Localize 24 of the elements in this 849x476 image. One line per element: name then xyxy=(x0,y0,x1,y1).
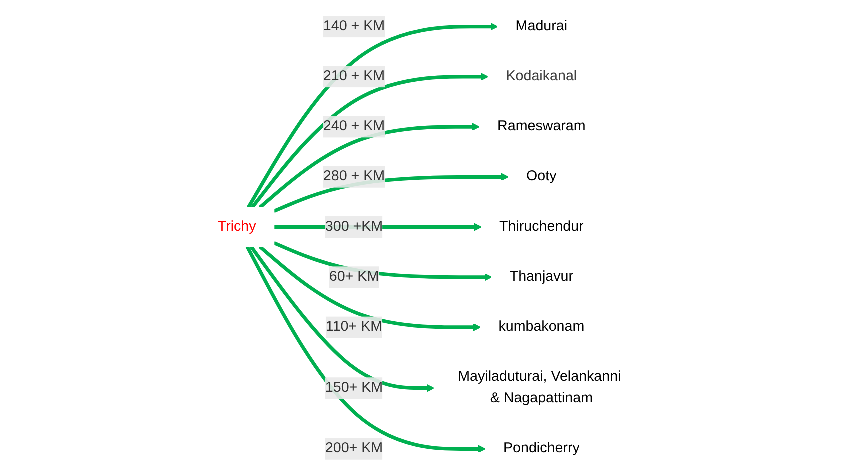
arrow xyxy=(246,246,486,454)
arrow xyxy=(251,73,489,209)
node-text: Thiruchendur xyxy=(499,219,584,234)
edge-label: 210 + KM xyxy=(323,68,386,84)
arrow xyxy=(258,246,482,332)
edge-label: 60+ KM xyxy=(329,269,380,285)
edge-label: 110+ KM xyxy=(326,319,383,335)
node-text: Kodaikanal xyxy=(506,68,578,84)
edge-label: 240 + KM xyxy=(323,119,386,134)
edge-label: 200+ KM xyxy=(325,441,384,456)
edge-label: 150+ KM xyxy=(325,380,384,396)
edge-label: 280 + KM xyxy=(323,169,386,184)
node-text: Rameswaram xyxy=(498,119,586,134)
node-text: Madurai xyxy=(516,18,568,34)
arrow xyxy=(258,123,480,209)
node-text: kumbakonam xyxy=(498,319,585,335)
node-text: Ooty xyxy=(526,169,557,184)
edge-label: 140 + KM xyxy=(323,18,386,34)
node-text: Thanjavur xyxy=(510,269,574,285)
edge-label: 300 +KM xyxy=(325,219,384,234)
arrow xyxy=(250,246,435,392)
node-text: Pondicherry xyxy=(503,441,580,456)
node-text: Mayiladuturai, Velankanni & Nagapattinam xyxy=(458,370,622,406)
arrow xyxy=(247,22,498,208)
